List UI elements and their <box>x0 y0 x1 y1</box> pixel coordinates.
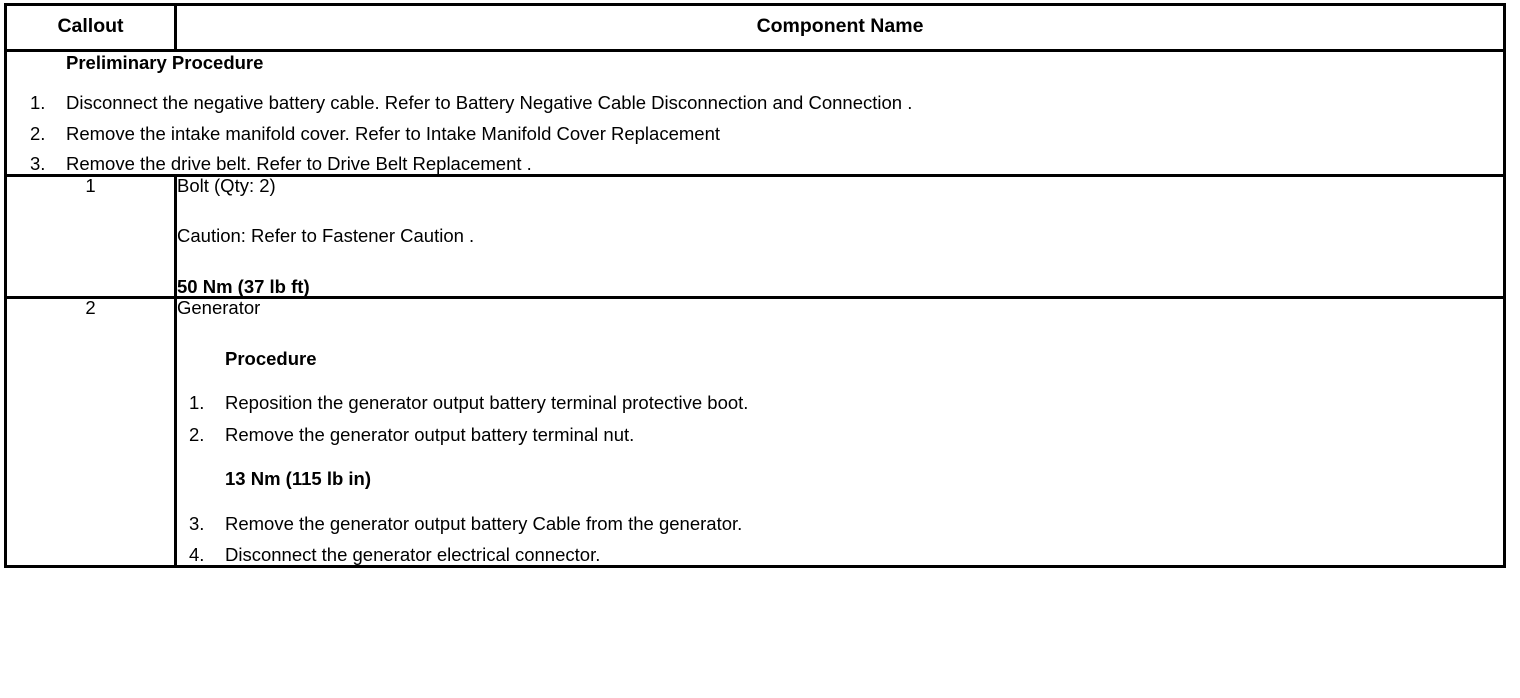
list-item: 3. Remove the drive belt. Refer to Drive… <box>7 153 1503 174</box>
component-name-bolt: Bolt (Qty: 2) <box>177 174 276 196</box>
preliminary-procedure-title: Preliminary Procedure <box>66 51 264 73</box>
list-item: 1. Reposition the generator output batte… <box>177 392 1503 413</box>
torque-spec-bolt: 50 Nm (37 lb ft) <box>177 275 310 297</box>
list-item-text: Remove the drive belt. Refer to Drive Be… <box>66 153 532 174</box>
spacer <box>177 489 1503 515</box>
list-item-number: 1. <box>30 92 46 113</box>
column-header-component-name: Component Name <box>174 3 1506 52</box>
list-item-number: 2. <box>189 423 205 445</box>
spacer <box>177 246 1503 278</box>
preliminary-procedure-row: Preliminary Procedure 1. Disconnect the … <box>4 48 1506 177</box>
list-item-text: Disconnect the negative battery cable. R… <box>66 92 913 113</box>
component-name-generator: Generator <box>177 297 261 318</box>
list-item: 3. Remove the generator output battery C… <box>177 512 1503 534</box>
list-item-text: Reposition the generator output battery … <box>225 392 749 413</box>
list-item-text: Remove the intake manifold cover. Refer … <box>66 122 720 144</box>
list-item-number: 1. <box>189 392 205 413</box>
table-row: 2 Generator Procedure 1. Reposition the … <box>4 296 1506 568</box>
list-item: 2. Remove the intake manifold cover. Ref… <box>7 122 1503 144</box>
preliminary-procedure-list: 1. Disconnect the negative battery cable… <box>7 92 1503 174</box>
list-item-number: 3. <box>30 153 46 174</box>
spacer <box>177 195 1503 227</box>
procedure-heading: Procedure <box>225 347 317 369</box>
component-cell-bolt: Bolt (Qty: 2) Caution: Refer to Fastener… <box>174 173 1506 299</box>
list-item: 1. Disconnect the negative battery cable… <box>7 92 1503 113</box>
component-callout-table: Callout Component Name Preliminary Proce… <box>4 3 1506 568</box>
procedure-list-part-two: 3. Remove the generator output battery C… <box>177 512 1503 565</box>
list-item: 2. Remove the generator output battery t… <box>177 423 1503 445</box>
caution-label: Caution: <box>177 225 246 246</box>
spacer <box>177 318 1503 350</box>
caution-text: Refer to Fastener Caution . <box>245 225 475 246</box>
column-header-callout: Callout <box>4 3 177 52</box>
list-item-text: Remove the generator output battery term… <box>225 423 635 445</box>
list-item-number: 3. <box>189 512 205 534</box>
procedure-list-part-one: 1. Reposition the generator output batte… <box>177 392 1503 445</box>
list-item-number: 4. <box>189 544 205 565</box>
preliminary-procedure-cell: Preliminary Procedure 1. Disconnect the … <box>4 48 1506 177</box>
callout-number-1: 1 <box>4 173 177 299</box>
list-item: 4. Disconnect the generator electrical c… <box>177 544 1503 565</box>
list-item-number: 2. <box>30 122 46 144</box>
spacer <box>177 368 1503 394</box>
component-cell-generator: Generator Procedure 1. Reposition the ge… <box>174 296 1506 568</box>
list-item-text: Disconnect the generator electrical conn… <box>225 544 601 565</box>
caution-line: Caution: Refer to Fastener Caution . <box>177 225 1503 246</box>
spacer <box>177 444 1503 470</box>
torque-spec-generator: 13 Nm (115 lb in) <box>225 468 371 489</box>
table-row: 1 Bolt (Qty: 2) Caution: Refer to Fasten… <box>4 173 1506 299</box>
table-header-row: Callout Component Name <box>4 3 1506 52</box>
list-item-text: Remove the generator output battery Cabl… <box>225 512 743 534</box>
callout-number-2: 2 <box>4 296 177 568</box>
